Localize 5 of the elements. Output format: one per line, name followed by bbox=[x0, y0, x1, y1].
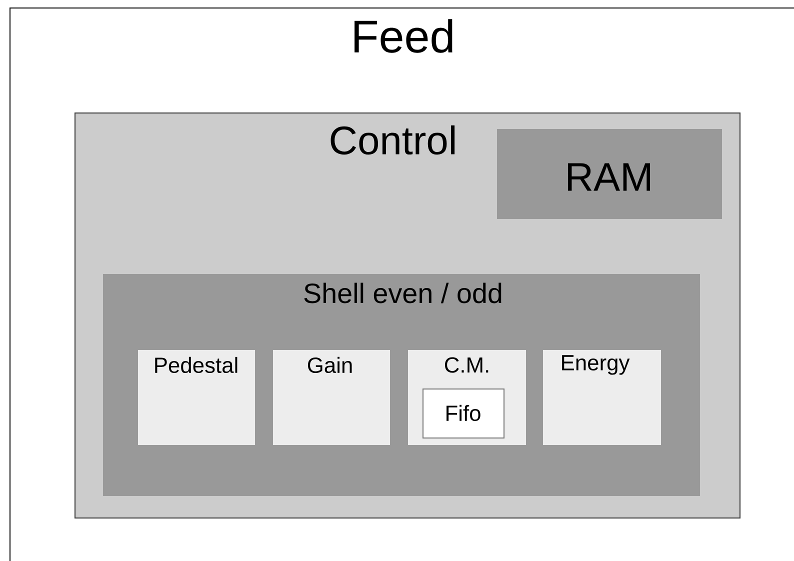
module-box: Gain bbox=[273, 350, 390, 445]
module-box: Pedestal bbox=[138, 350, 255, 445]
memory-box: RAM bbox=[497, 129, 722, 219]
module-box: Energy bbox=[543, 350, 661, 445]
buffer-box: Fifo bbox=[422, 388, 504, 438]
